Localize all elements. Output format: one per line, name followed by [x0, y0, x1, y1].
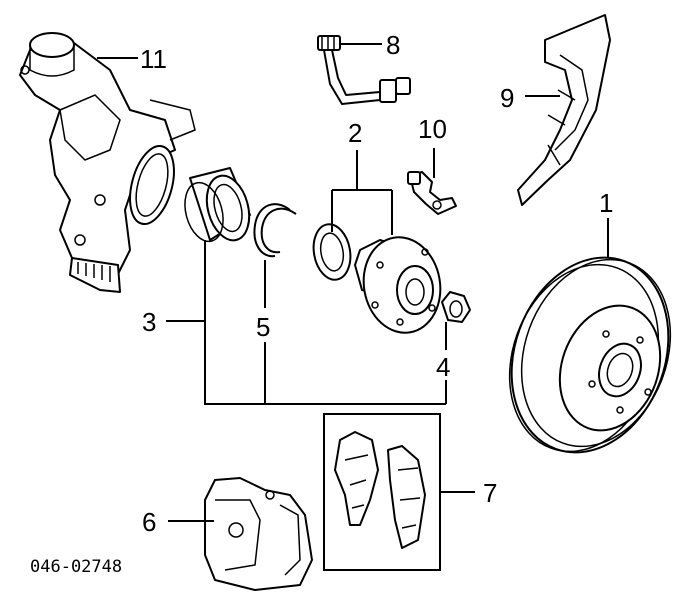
part-wheel-bearing: [184, 167, 251, 243]
part-hub-nut: [441, 291, 471, 323]
part-steering-knuckle: [19, 32, 196, 293]
callout-9: 9: [500, 83, 514, 113]
callout-5: 5: [256, 312, 270, 342]
callout-10: 10: [418, 114, 447, 144]
part-hub-seal: [312, 223, 352, 281]
callout-8: 8: [386, 30, 400, 60]
part-brake-caliper: [204, 477, 313, 591]
callout-labels: 11 8 9 10 2 1 3 5 4 7 6 046-02748: [30, 30, 613, 577]
leader-lines: [97, 43, 609, 522]
part-brake-pads: [323, 413, 441, 571]
callout-4: 4: [436, 352, 450, 382]
part-abs-sensor: [407, 171, 457, 215]
part-snap-ring: [253, 203, 297, 258]
callout-1: 1: [599, 188, 613, 218]
part-brake-rotor: [508, 256, 672, 454]
diagram-code: 046-02748: [30, 557, 122, 577]
callout-11: 11: [140, 44, 167, 74]
callout-3: 3: [142, 307, 156, 337]
part-brake-hose: [317, 35, 411, 105]
callout-2: 2: [348, 118, 362, 148]
part-wheel-hub: [354, 236, 442, 334]
callout-7: 7: [483, 478, 497, 508]
callout-6: 6: [142, 507, 156, 537]
part-dust-shield: [517, 14, 611, 206]
